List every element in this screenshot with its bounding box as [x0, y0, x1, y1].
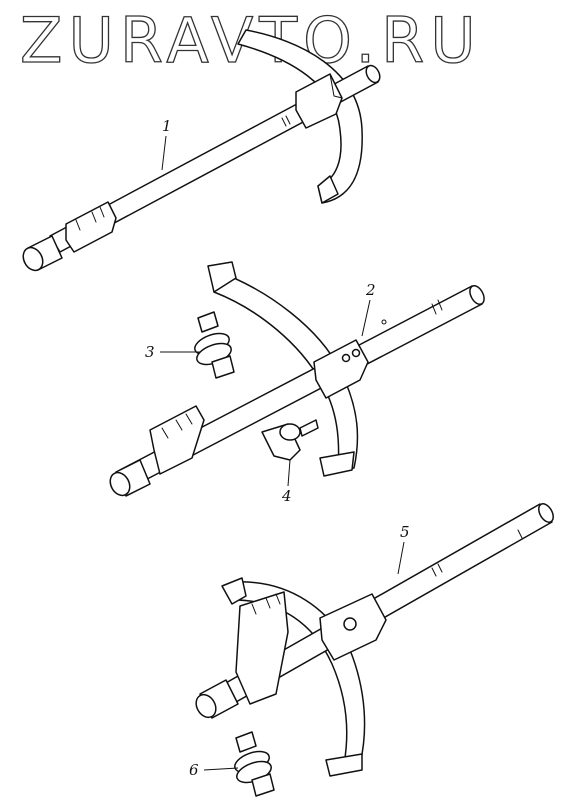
shift-rod-5-lug — [235, 591, 289, 705]
callout-3: 3 — [145, 343, 155, 361]
leader-6 — [203, 767, 239, 771]
leader-1 — [161, 135, 167, 171]
hub-bolt-a — [341, 353, 351, 363]
callout-6: 6 — [189, 761, 199, 779]
hub-boss — [343, 617, 357, 631]
detent-plunger-4 — [261, 419, 319, 461]
callout-4: 4 — [281, 487, 292, 505]
leader-4 — [287, 459, 291, 487]
interlock-pin-6 — [234, 731, 275, 797]
leader-2 — [361, 299, 371, 337]
callout-2: 2 — [365, 281, 376, 299]
shift-rod-5-assembly — [195, 503, 554, 777]
shift-rod-2-lug — [149, 405, 205, 475]
shift-rod-2-assembly — [109, 261, 485, 497]
hub-bolt-b — [351, 348, 361, 358]
shift-rod-1-assembly — [22, 29, 381, 272]
callout-1: 1 — [162, 117, 172, 135]
callout-5: 5 — [400, 523, 410, 541]
interlock-pin-3 — [194, 311, 235, 379]
leader-5 — [397, 541, 405, 575]
shift-rod-1-lug — [65, 201, 117, 253]
